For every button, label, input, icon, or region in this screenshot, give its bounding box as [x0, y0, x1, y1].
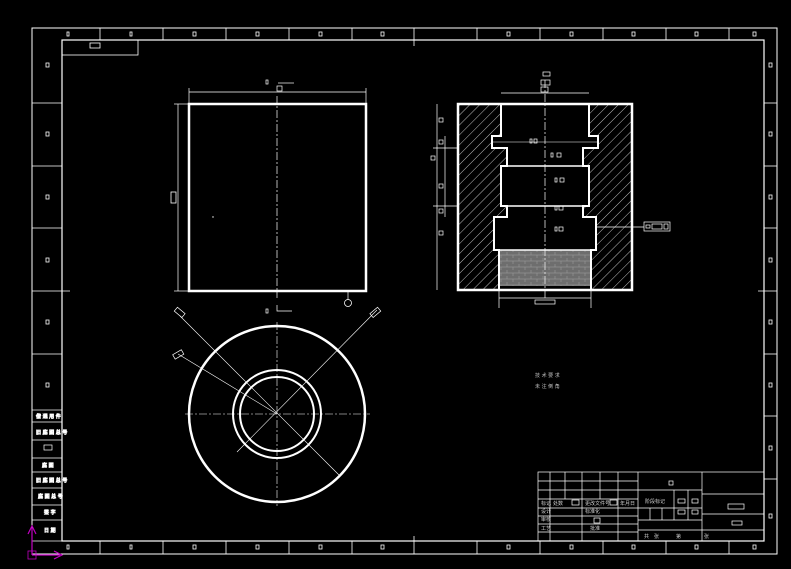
tb-label-count: 处数	[553, 500, 563, 507]
title-block	[537, 471, 765, 542]
front-view-outline[interactable]	[187, 102, 368, 293]
zone-markers	[45, 31, 773, 550]
front-view[interactable]	[170, 79, 368, 314]
tb-label-mark: 标记	[541, 500, 551, 507]
side-label-5: 底 图 总 号	[38, 493, 63, 500]
tb-label-change: 更改文件号	[585, 500, 610, 507]
tb-label-sheet: 张	[704, 533, 709, 540]
tb-label-date: 年月日	[620, 500, 635, 507]
side-label-2: 旧 底 图 总 号	[36, 429, 67, 436]
side-registration-table: 借 通 用 件 旧 底 图 总 号 底 图 旧 底 图 总 号 底 图 总 号 …	[31, 409, 68, 542]
tb-label-approve: 批准	[590, 525, 600, 532]
tb-label-process: 工艺	[541, 526, 551, 532]
point-mark	[212, 216, 214, 218]
section-view[interactable]	[430, 71, 671, 308]
side-label-1: 借 通 用 件	[36, 413, 61, 420]
tb-label-sheets: 张	[654, 533, 659, 540]
tech-note-title: 技 术 要 求	[535, 372, 560, 379]
ucs-icon	[27, 524, 64, 560]
side-label-7: 日 期	[44, 528, 56, 534]
sheet-border	[31, 27, 778, 555]
side-label-6: 签 字	[44, 509, 56, 516]
top-view[interactable]	[172, 306, 382, 506]
tb-label-std: 标准化	[585, 508, 600, 515]
side-label-3: 底 图	[42, 462, 54, 469]
tech-note-1: 未 注 倒 角	[535, 383, 560, 390]
tb-label-no: 第	[676, 533, 681, 540]
tb-label-review: 审核	[541, 516, 551, 523]
tb-label-stage: 阶段标记	[645, 498, 665, 505]
side-label-4: 旧 底 图 总 号	[36, 477, 67, 484]
section-hatching	[458, 104, 632, 290]
tb-label-total: 共	[644, 533, 649, 540]
tb-label-design: 设计	[541, 508, 551, 515]
title-block-labels: 标记 处数 更改文件号 年月日 设计 标准化 审核 工艺 批准 阶段标记 共 张…	[541, 498, 709, 540]
